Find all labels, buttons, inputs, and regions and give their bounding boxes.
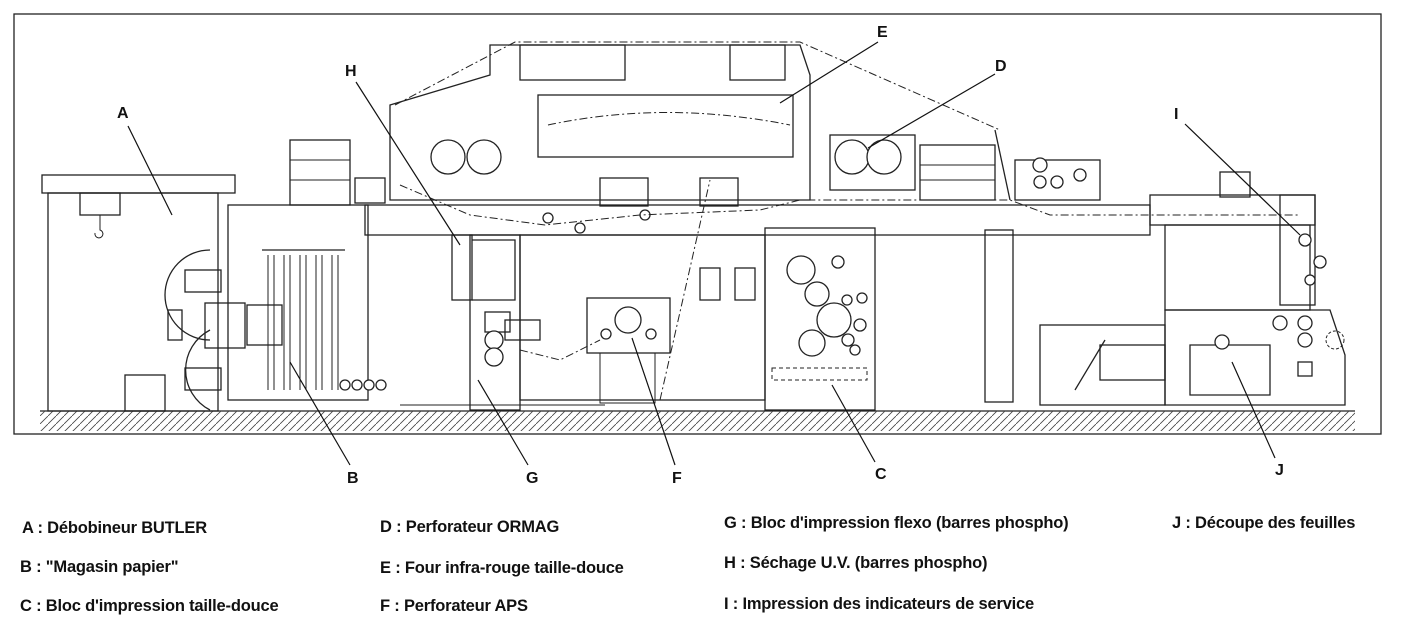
- perforator-d: [829, 129, 1011, 201]
- callout-b: B: [347, 470, 359, 487]
- legend-item-b: B : "Magasin papier": [20, 558, 179, 576]
- legend-item-g: G : Bloc d'impression flexo (barres phos…: [724, 514, 1069, 532]
- legend-item-d: D : Perforateur ORMAG: [380, 518, 560, 536]
- ground: [40, 410, 1355, 431]
- service-print-cutter-i-j: [1014, 157, 1346, 406]
- callout-j: J: [1275, 462, 1284, 479]
- callout-f: F: [672, 470, 682, 487]
- diagram-frame: [13, 13, 1382, 435]
- legend-item-i: I : Impression des indicateurs de servic…: [724, 595, 1035, 613]
- legend-item-f: F : Perforateur APS: [380, 597, 528, 615]
- infrared-oven-e: [389, 41, 1300, 234]
- legend-item-c: C : Bloc d'impression taille-douce: [20, 597, 279, 615]
- callout-h: H: [345, 63, 357, 80]
- legend-item-h: H : Séchage U.V. (barres phospho): [724, 554, 988, 572]
- callout-e: E: [877, 24, 888, 41]
- legend-item-j: J : Découpe des feuilles: [1172, 514, 1356, 532]
- legend-item-a: A : Débobineur BUTLER: [22, 519, 207, 537]
- callout-d: D: [995, 58, 1007, 75]
- intaglio-printing-c: [764, 227, 876, 411]
- flexo-uv-g-h: [451, 234, 601, 367]
- callout-i: I: [1174, 106, 1179, 123]
- callout-a: A: [117, 105, 129, 122]
- legend-item-e: E : Four infra-rouge taille-douce: [380, 559, 624, 577]
- main-frame: [364, 194, 1316, 411]
- callout-c: C: [875, 466, 887, 483]
- unwinder-a: [41, 174, 246, 412]
- callout-g: G: [526, 470, 539, 487]
- paper-magazine-b: [227, 139, 387, 401]
- perforator-f: [400, 179, 711, 406]
- leader-lines: [127, 41, 1301, 466]
